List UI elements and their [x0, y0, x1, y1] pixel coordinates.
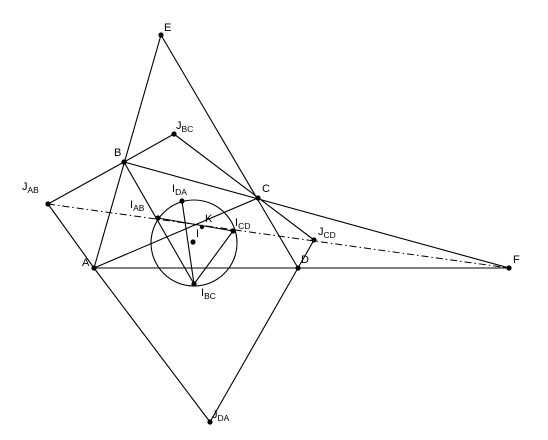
label-F: F — [513, 254, 520, 266]
point-D — [295, 265, 301, 271]
point-F — [506, 265, 512, 271]
label-IBC: IBC — [201, 287, 216, 301]
segment-JBC-JCD — [173, 133, 315, 241]
point-ICD — [230, 228, 236, 234]
construction-lines — [47, 34, 510, 423]
point-B — [121, 159, 127, 165]
label-B: B — [114, 147, 121, 159]
point-K — [199, 224, 205, 230]
segment-B-F — [123, 161, 510, 269]
points — [45, 32, 512, 425]
segment-JDA-D — [209, 267, 299, 423]
point-IAB — [155, 215, 161, 221]
label-ICD: ICD — [235, 217, 250, 231]
point-C — [255, 195, 261, 201]
label-JCD: JCD — [318, 226, 336, 240]
point-E — [158, 32, 164, 38]
label-JDA: JDA — [212, 409, 230, 423]
segment-A-JDA — [93, 267, 211, 423]
segment-A-E — [93, 34, 162, 269]
point-A — [91, 265, 97, 271]
point-IBC — [191, 281, 197, 287]
label-IAB: IAB — [130, 199, 145, 213]
point-JDA — [207, 419, 213, 425]
label-C: C — [262, 183, 270, 195]
label-JBC: JBC — [176, 120, 193, 134]
labels: E B JBC C JAB IDA IAB K ICD I JCD A D F … — [22, 22, 520, 423]
segment-JAB-B — [47, 161, 125, 205]
segment-D-JCD — [297, 239, 315, 269]
segment-IBC-ICD — [193, 230, 234, 285]
point-JCD — [311, 237, 317, 243]
point-JAB — [45, 201, 51, 207]
label-A: A — [82, 257, 90, 269]
segment-A-C — [93, 197, 259, 269]
segment-IDA-IBC — [181, 200, 195, 285]
segment-B-JBC — [123, 133, 175, 163]
dashdot-line-JAB-F — [47, 203, 510, 269]
segment-JAB-A — [47, 203, 95, 269]
label-D: D — [301, 254, 309, 266]
label-IDA: IDA — [172, 183, 187, 197]
label-E: E — [164, 22, 171, 34]
segment-E-D — [160, 34, 299, 269]
segment-B-IBC — [123, 161, 195, 285]
label-JAB: JAB — [22, 181, 39, 195]
label-I: I — [196, 228, 199, 240]
point-I — [190, 239, 196, 245]
point-IDA — [179, 198, 185, 204]
label-K: K — [205, 213, 213, 225]
point-JBC — [171, 131, 177, 137]
